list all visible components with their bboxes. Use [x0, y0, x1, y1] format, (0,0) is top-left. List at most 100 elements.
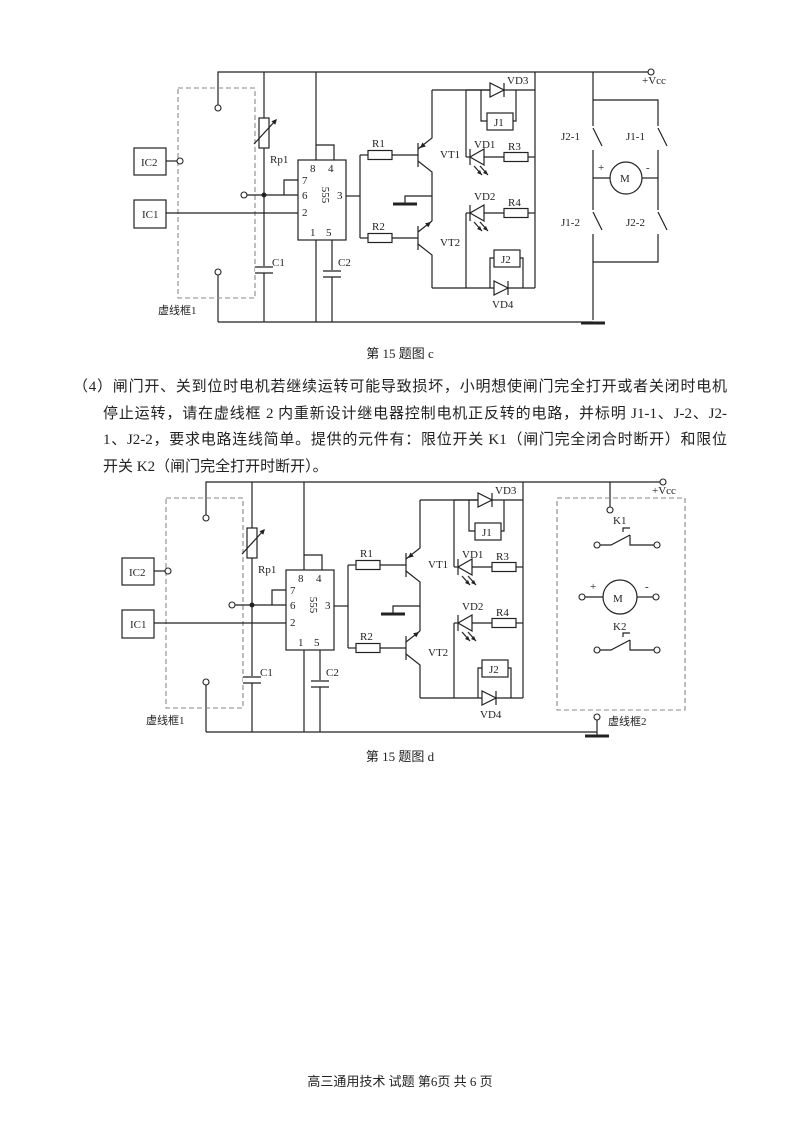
vt1-emitter: [417, 90, 433, 150]
wire: [468, 500, 475, 532]
terminal-icon: [214, 268, 222, 276]
ground-icon: [581, 321, 605, 325]
vcc-label: +Vcc: [642, 75, 666, 87]
r1-label: R1: [360, 548, 373, 560]
pin-7: 7: [290, 585, 296, 597]
resistor-r4: [491, 617, 517, 629]
r2-label: R2: [372, 221, 385, 233]
motor-minus: -: [645, 581, 649, 593]
motor-plus: +: [598, 162, 604, 174]
terminal-icon: [593, 646, 601, 654]
pin-7: 7: [302, 175, 308, 187]
terminal-icon: [228, 601, 236, 609]
k2-actuator: [622, 632, 630, 637]
vt1-collector: [417, 160, 433, 221]
ground-icon: [381, 612, 405, 616]
diode-vd3: [489, 82, 506, 98]
wire: [501, 500, 505, 532]
dashed-box-2: [556, 497, 686, 711]
vt1-label: VT1: [428, 559, 448, 571]
wire: [520, 257, 524, 288]
k1-label: K1: [613, 515, 626, 527]
relay-contact: [657, 127, 668, 147]
resistor-r1: [355, 559, 381, 571]
c1-label: C1: [272, 257, 285, 269]
terminal-icon: [593, 713, 601, 721]
vd2-label: VD2: [474, 191, 495, 203]
resistor-r1: [367, 149, 393, 161]
transistor-arrow: [420, 142, 426, 148]
question-line: （4）闸门开、关到位时电机若继续运转可能导致损坏，小明想使闸门完全打开或者关闭时…: [73, 379, 727, 395]
vt2-collector: [405, 653, 421, 698]
vcc-label: +Vcc: [652, 485, 676, 497]
vt2-label: VT2: [428, 647, 448, 659]
terminal-icon: [240, 191, 248, 199]
pin-2: 2: [302, 207, 308, 219]
dashed-box-1: [177, 87, 256, 299]
wire: [283, 179, 298, 195]
terminal-icon: [653, 646, 661, 654]
wire: [205, 481, 528, 515]
j1-label: J1: [482, 527, 492, 539]
terminal-icon: [606, 506, 614, 514]
pin-3: 3: [325, 600, 331, 612]
transistor-arrow: [259, 529, 265, 535]
pin-4: 4: [328, 163, 334, 175]
dashed-box-1-label: 虚线框1: [158, 303, 197, 317]
j2-1-label: J2-1: [561, 131, 580, 143]
terminal-icon: [652, 593, 660, 601]
transistor-arrow: [413, 632, 419, 638]
wire: [217, 71, 540, 105]
wire: [316, 144, 335, 160]
question-paragraph: （4）闸门开、关到位时电机若继续运转可能导致损坏，小明想使闸门完全打开或者关闭时…: [73, 374, 727, 480]
resistor-r2: [355, 642, 381, 654]
wire: [392, 605, 420, 613]
resistor-r4: [503, 207, 529, 219]
j2-label: J2: [489, 664, 499, 676]
dashed-box-1: [165, 497, 244, 709]
vt2-collector: [417, 243, 433, 288]
pin-4: 4: [316, 573, 322, 585]
c2-label: C2: [326, 667, 339, 679]
terminal-icon: [176, 157, 184, 165]
j1-2-label: J1-2: [561, 217, 580, 229]
dashed-box-2-label: 虚线框2: [608, 714, 647, 728]
ic2-label: IC2: [129, 567, 146, 579]
light-arrowhead: [471, 636, 476, 641]
question-line: 1、J2-2，要求电路连线简单。提供的元件有：限位开关 K1（闸门完全闭合时断开…: [103, 432, 727, 448]
ic1-block: [121, 609, 155, 639]
r1-label: R1: [372, 138, 385, 150]
relay-contact: [657, 211, 668, 231]
vt1-emitter: [405, 500, 421, 560]
terminal-icon: [164, 567, 172, 575]
light-arrowhead: [465, 636, 470, 641]
figure-d-caption: 第 15 题图 d: [365, 749, 435, 764]
led-vd1: [468, 147, 485, 167]
r4-label: R4: [508, 197, 521, 209]
led-vd1: [456, 557, 473, 577]
capacitor-gap: [255, 267, 273, 273]
wire: [593, 99, 659, 126]
wire: [304, 554, 323, 570]
wire: [253, 119, 277, 145]
limit-switch-k1: [600, 534, 631, 546]
led-vd2: [468, 203, 485, 223]
j1-label: J1: [494, 117, 504, 129]
terminal-icon: [202, 678, 210, 686]
vd1-label: VD1: [462, 549, 483, 561]
diode-vd3: [477, 492, 494, 508]
terminal-icon: [202, 514, 210, 522]
r2-label: R2: [360, 631, 373, 643]
question-line: 停止运转，请在虚线框 2 内重新设计继电器控制电机正反转的电路，并标明 J1-1…: [103, 405, 727, 422]
vd2-label: VD2: [462, 601, 483, 613]
chip-555: [297, 159, 347, 241]
ic2-label: IC2: [141, 157, 158, 169]
pin-5: 5: [326, 227, 332, 239]
vt1-label: VT1: [440, 149, 460, 161]
transistor-arrow: [408, 552, 414, 558]
ic1-block: [133, 199, 167, 229]
vt2-label: VT2: [440, 237, 460, 249]
vd3-label: VD3: [507, 75, 529, 87]
wire: [508, 667, 512, 698]
wire: [477, 667, 482, 698]
